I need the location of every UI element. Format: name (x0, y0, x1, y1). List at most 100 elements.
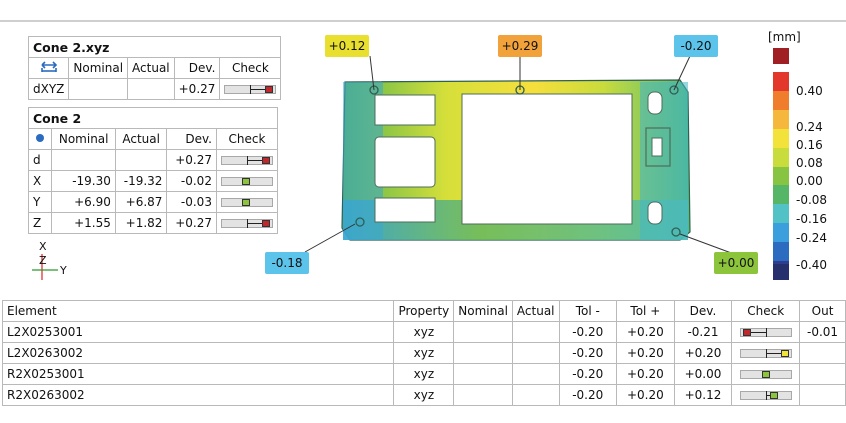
tol-minus-value: -0.20 (558, 342, 617, 364)
part-deviation-map[interactable] (0, 0, 846, 300)
cone-table: Cone 2 Nominal Actual Dev. Check d +0.27… (27, 107, 279, 234)
check-endcap (246, 156, 248, 165)
nominal-value (453, 342, 513, 364)
scale-swatch (773, 166, 789, 186)
scale-tick-label: 0.40 (796, 84, 823, 98)
check-bar (220, 219, 273, 228)
nominal-value (453, 363, 513, 385)
col-property: Property (393, 300, 455, 322)
check-bar (224, 85, 277, 94)
out-value (799, 342, 846, 364)
dev-value: +0.20 (673, 342, 733, 364)
axis-x-label: X (39, 240, 47, 253)
dev-value: -0.21 (673, 321, 733, 343)
check-marker (261, 157, 270, 164)
scale-tick-label: 0.00 (796, 174, 823, 188)
scale-swatch (773, 147, 789, 167)
dev-value: +0.00 (673, 363, 733, 385)
col-nominal: Nominal (51, 128, 116, 150)
scale-tick-label: 0.08 (796, 156, 823, 170)
axis-y-label: Y (60, 264, 67, 277)
table-row: dXYZ +0.27 (27, 78, 282, 100)
scale-tick-label: 0.16 (796, 138, 823, 152)
scale-swatch (773, 128, 789, 148)
col-dev: Dev. (173, 57, 221, 79)
col-actual: Actual (127, 57, 175, 79)
scale-tick-label: 0.24 (796, 120, 823, 134)
table-row[interactable]: L2X0253001 xyz -0.20 +0.20 -0.21 -0.01 (1, 321, 846, 343)
check-whisker (746, 332, 766, 333)
dev-value: +0.12 (673, 384, 733, 406)
element-name: R2X0263002 (1, 384, 395, 406)
callout-label: +0.29 (498, 35, 542, 57)
check-marker (241, 178, 250, 185)
table-row: Y +6.90 +6.87 -0.03 (27, 191, 279, 213)
check-bar (739, 391, 792, 400)
table-row[interactable]: R2X0263002 xyz -0.20 +0.20 +0.12 (1, 384, 846, 406)
check-whisker (250, 89, 270, 90)
scale-swatch (773, 223, 789, 243)
xyz-axes-icon (27, 57, 70, 79)
out-value (799, 363, 846, 385)
nominal-value (453, 321, 513, 343)
scale-swatch (773, 90, 789, 110)
row-label: dXYZ (27, 78, 70, 100)
check-marker (769, 392, 778, 399)
axis-z-label: Z (39, 254, 47, 267)
actual-value (511, 384, 560, 406)
property-value: xyz (393, 321, 455, 343)
check-bar (739, 370, 792, 379)
property-value: xyz (393, 363, 455, 385)
table-row[interactable]: L2X0263002 xyz -0.20 +0.20 +0.20 (1, 342, 846, 364)
cone-header-row: Nominal Actual Dev. Check (27, 128, 279, 150)
table-row[interactable]: R2X0253001 xyz -0.20 +0.20 +0.00 (1, 363, 846, 385)
scale-swatch (773, 72, 789, 91)
col-tol-plus: Tol + (616, 300, 675, 322)
point-dot-icon (27, 128, 53, 150)
callout-label: +0.12 (325, 35, 369, 57)
check-bar (739, 349, 792, 358)
row-label: Y (27, 191, 53, 213)
nominal-value (453, 384, 513, 406)
callout-label: +0.00 (714, 252, 758, 274)
element-name: R2X0253001 (1, 363, 395, 385)
scale-swatch (773, 204, 789, 224)
element-name: L2X0253001 (1, 321, 395, 343)
element-table: Element Property Nominal Actual Tol - To… (1, 300, 846, 406)
cone-xyz-table: Cone 2.xyz Nominal Actual Dev. Check dXY… (27, 36, 282, 100)
cone-title: Cone 2 (28, 107, 278, 129)
col-dev: Dev. (673, 300, 733, 322)
tol-minus-value: -0.20 (558, 321, 617, 343)
callout-label: -0.20 (674, 35, 718, 57)
out-value: -0.01 (799, 321, 846, 343)
check-marker (761, 371, 770, 378)
scale-swatch (773, 109, 789, 129)
tol-plus-value: +0.20 (616, 342, 675, 364)
check-endcap (765, 328, 767, 337)
check-bar (220, 177, 273, 186)
check-whisker (765, 353, 785, 354)
check-endcap (250, 85, 252, 94)
nominal-value (68, 78, 129, 100)
top-divider (0, 20, 846, 22)
scale-swatch (773, 242, 789, 262)
col-dev: Dev. (166, 128, 217, 150)
check-endcap (246, 219, 248, 228)
scale-tick-label: -0.08 (796, 193, 828, 207)
check-endcap (765, 349, 767, 358)
scale-tick-label: -0.24 (796, 231, 828, 245)
scale-swatch (773, 185, 789, 205)
check-bar (220, 198, 273, 207)
check-bar (220, 156, 273, 165)
property-value: xyz (393, 342, 455, 364)
tol-plus-value: +0.20 (616, 363, 675, 385)
col-actual: Actual (114, 128, 168, 150)
col-check: Check (731, 300, 801, 322)
col-actual: Actual (511, 300, 560, 322)
property-value: xyz (393, 384, 455, 406)
actual-value (511, 363, 560, 385)
tol-minus-value: -0.20 (558, 363, 617, 385)
nominal-value: +6.90 (51, 191, 116, 213)
row-label: Z (27, 212, 53, 234)
dev-value: +0.27 (166, 212, 217, 234)
